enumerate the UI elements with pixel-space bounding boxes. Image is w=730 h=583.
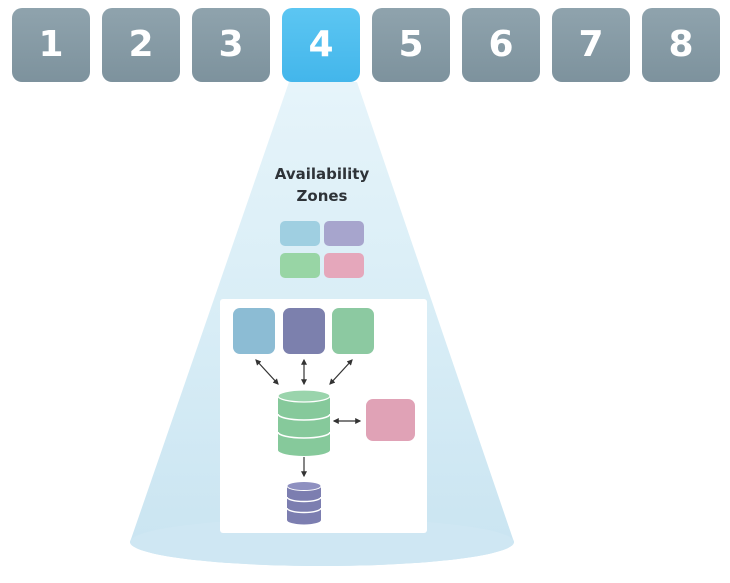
zone-swatch-pink	[324, 253, 364, 278]
arrow-green-db	[329, 359, 353, 385]
database-backup-icon	[286, 481, 322, 525]
zone-swatch-green	[280, 253, 320, 278]
step-2-button[interactable]: 2	[102, 8, 180, 82]
step-8-button[interactable]: 8	[642, 8, 720, 82]
node-green	[332, 308, 374, 354]
zone-swatch-purple	[324, 221, 364, 246]
step-tabs: 1 2 3 4 5 6 7 8	[12, 8, 720, 82]
node-pink	[366, 399, 415, 441]
step-7-button[interactable]: 7	[552, 8, 630, 82]
arrow-blue-db	[255, 359, 279, 385]
node-blue	[233, 308, 275, 354]
step-5-button[interactable]: 5	[372, 8, 450, 82]
step-3-button[interactable]: 3	[192, 8, 270, 82]
architecture-graphics	[255, 358, 362, 525]
step-1-button[interactable]: 1	[12, 8, 90, 82]
step-6-button[interactable]: 6	[462, 8, 540, 82]
architecture-panel	[220, 299, 427, 533]
zone-swatch-blue	[280, 221, 320, 246]
step-4-button[interactable]: 4	[282, 8, 360, 82]
node-indigo	[283, 308, 325, 354]
database-main-icon	[277, 389, 331, 456]
availability-zones-title: Availability Zones	[274, 165, 370, 205]
